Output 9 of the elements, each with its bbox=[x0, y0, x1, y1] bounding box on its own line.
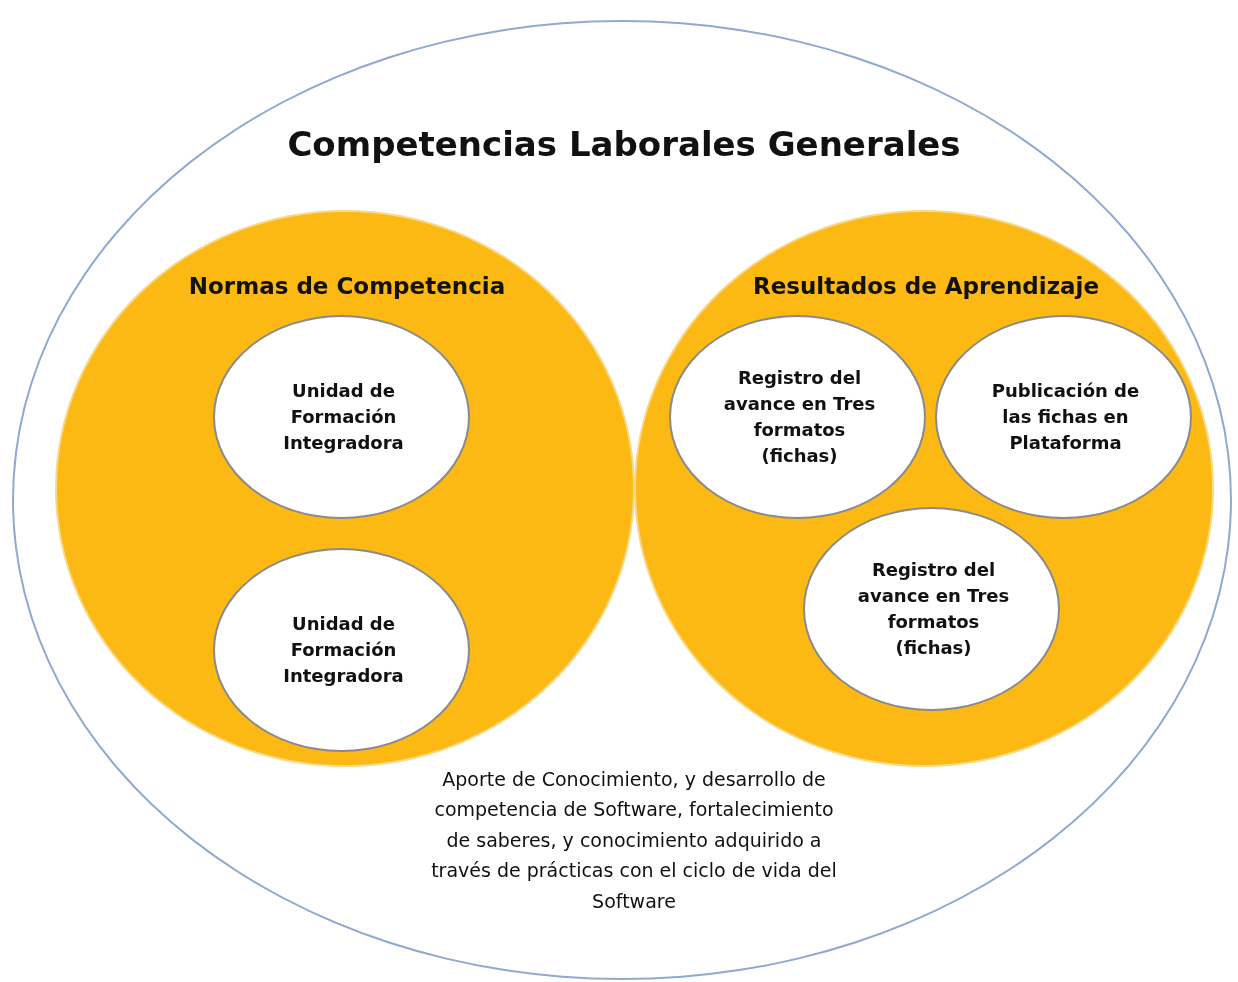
group-heading: Normas de Competencia bbox=[187, 272, 507, 301]
node-label: Registro del avance en Tres formatos (fichas) bbox=[722, 366, 877, 469]
ellipse-heading: Competencias Laborales Generales bbox=[286, 123, 962, 166]
group-heading: Resultados de Aprendizaje bbox=[751, 272, 1101, 301]
node-label: Unidad de Formación Integradora bbox=[282, 612, 405, 689]
description: Aporte de Conocimiento, y desarrollo de competencia de Software, fortalecimiento de saberes, y conocimiento adquirido a través de prácticas con el ciclo de vida del Software bbox=[430, 767, 838, 914]
node-label: Publicación de las fichas en Plataforma bbox=[990, 379, 1141, 456]
node-label: Registro del avance en Tres formatos (fichas) bbox=[856, 558, 1011, 661]
node-label: Unidad de Formación Integradora bbox=[282, 379, 405, 456]
